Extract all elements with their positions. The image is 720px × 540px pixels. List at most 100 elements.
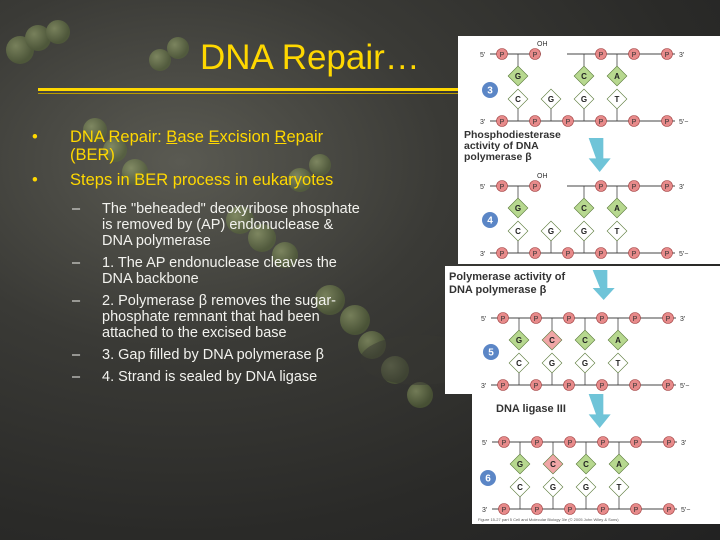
phosphate-label: P — [634, 507, 639, 514]
phosphate-label: P — [665, 119, 670, 126]
bottom-base — [573, 220, 595, 242]
phosphate-circle — [628, 247, 640, 259]
phosphate-circle — [531, 436, 543, 448]
top-base — [607, 329, 629, 351]
phosphate-label: P — [667, 440, 672, 447]
phosphate-circle — [496, 180, 508, 192]
top-base-letter: A — [614, 72, 620, 81]
phosphate-circle — [564, 503, 576, 515]
bullet-item: • Steps in BER process in eukaryotes — [32, 171, 334, 189]
down-arrow — [588, 394, 611, 428]
phosphate-label: P — [601, 440, 606, 447]
title-underline — [38, 88, 458, 91]
phosphate-circle — [530, 379, 542, 391]
bottom-base-letter: C — [515, 227, 521, 236]
bottom-base-letter: G — [549, 359, 555, 368]
bottom-base — [574, 352, 596, 374]
bottom-base-letter: G — [548, 95, 554, 104]
bottom-base — [540, 88, 562, 110]
enzyme-label: DNA polymerase β — [449, 284, 547, 296]
dna-helix-background — [6, 20, 460, 408]
phosphate-label: P — [632, 52, 637, 59]
prime-label: 3' — [681, 440, 686, 447]
bottom-base-letter: T — [617, 483, 622, 492]
enzyme-label: DNA ligase III — [496, 403, 566, 415]
phosphate-label: P — [632, 119, 637, 126]
strand-gap — [541, 52, 567, 56]
phosphate-label: P — [632, 251, 637, 258]
prime-label: 5' — [480, 52, 485, 59]
phosphate-circle — [663, 436, 675, 448]
bottom-base-letter: G — [581, 95, 587, 104]
phosphate-label: P — [533, 251, 538, 258]
phosphate-circle — [530, 312, 542, 324]
top-base — [573, 197, 595, 219]
bottom-base-letter: G — [550, 483, 556, 492]
phosphate-circle — [662, 312, 674, 324]
top-base — [509, 453, 531, 475]
bottom-base-letter: G — [581, 227, 587, 236]
phosphate-circle — [496, 247, 508, 259]
subbullet-item: –2. Polymerase β removes the sugar-phosp… — [72, 293, 336, 341]
phosphate-label: P — [568, 440, 573, 447]
phosphate-label: P — [534, 316, 539, 323]
slide-title: DNA Repair… — [200, 38, 420, 77]
bullet-dot: • — [32, 128, 38, 146]
phosphate-label: P — [667, 507, 672, 514]
phosphate-label: P — [502, 507, 507, 514]
phosphate-circle — [597, 436, 609, 448]
bottom-base-letter: G — [548, 227, 554, 236]
top-base-letter: A — [614, 204, 620, 213]
bottom-base — [508, 352, 530, 374]
phosphate-circle — [496, 115, 508, 127]
phosphate-circle — [629, 312, 641, 324]
bottom-base-letter: G — [583, 483, 589, 492]
phosphate-label: P — [599, 184, 604, 191]
phosphate-label: P — [568, 507, 573, 514]
step-number: 6 — [485, 474, 491, 485]
phosphate-circle — [595, 247, 607, 259]
phosphate-circle — [661, 247, 673, 259]
phosphate-circle — [529, 48, 541, 60]
top-base — [575, 453, 597, 475]
phosphate-circle — [595, 180, 607, 192]
prime-label: 5'− — [679, 251, 688, 258]
prime-label: 5'− — [680, 383, 689, 390]
top-base — [608, 453, 630, 475]
phosphate-circle — [562, 247, 574, 259]
top-base — [507, 197, 529, 219]
top-base-letter: G — [515, 72, 521, 81]
bottom-base — [507, 220, 529, 242]
phosphate-circle — [529, 115, 541, 127]
prime-label: 3' — [480, 251, 485, 258]
title-underline-thin — [38, 93, 458, 94]
top-base-letter: C — [550, 460, 556, 469]
bullet-dot: • — [32, 171, 38, 189]
bottom-base-letter: T — [616, 359, 621, 368]
phosphate-circle — [529, 180, 541, 192]
bottom-base — [608, 476, 630, 498]
phosphate-label: P — [500, 52, 505, 59]
phosphate-circle — [629, 379, 641, 391]
phosphate-circle — [498, 436, 510, 448]
phosphate-circle — [661, 180, 673, 192]
bottom-base-letter: C — [516, 359, 522, 368]
bottom-base — [541, 352, 563, 374]
phosphate-label: P — [533, 119, 538, 126]
down-arrow — [588, 138, 611, 172]
bottom-base-letter: T — [615, 95, 620, 104]
phosphate-label: P — [665, 251, 670, 258]
subbullet-item: –4. Strand is sealed by DNA ligase — [72, 369, 318, 385]
phosphate-label: P — [600, 383, 605, 390]
bottom-base — [607, 352, 629, 374]
bottom-base — [540, 220, 562, 242]
step-number: 3 — [487, 86, 493, 97]
phosphate-label: P — [534, 383, 539, 390]
subbullet-item: –3. Gap filled by DNA polymerase β — [72, 347, 324, 363]
enzyme-label: activity of DNA — [464, 140, 539, 152]
bottom-base-letter: G — [582, 359, 588, 368]
phosphate-label: P — [633, 316, 638, 323]
